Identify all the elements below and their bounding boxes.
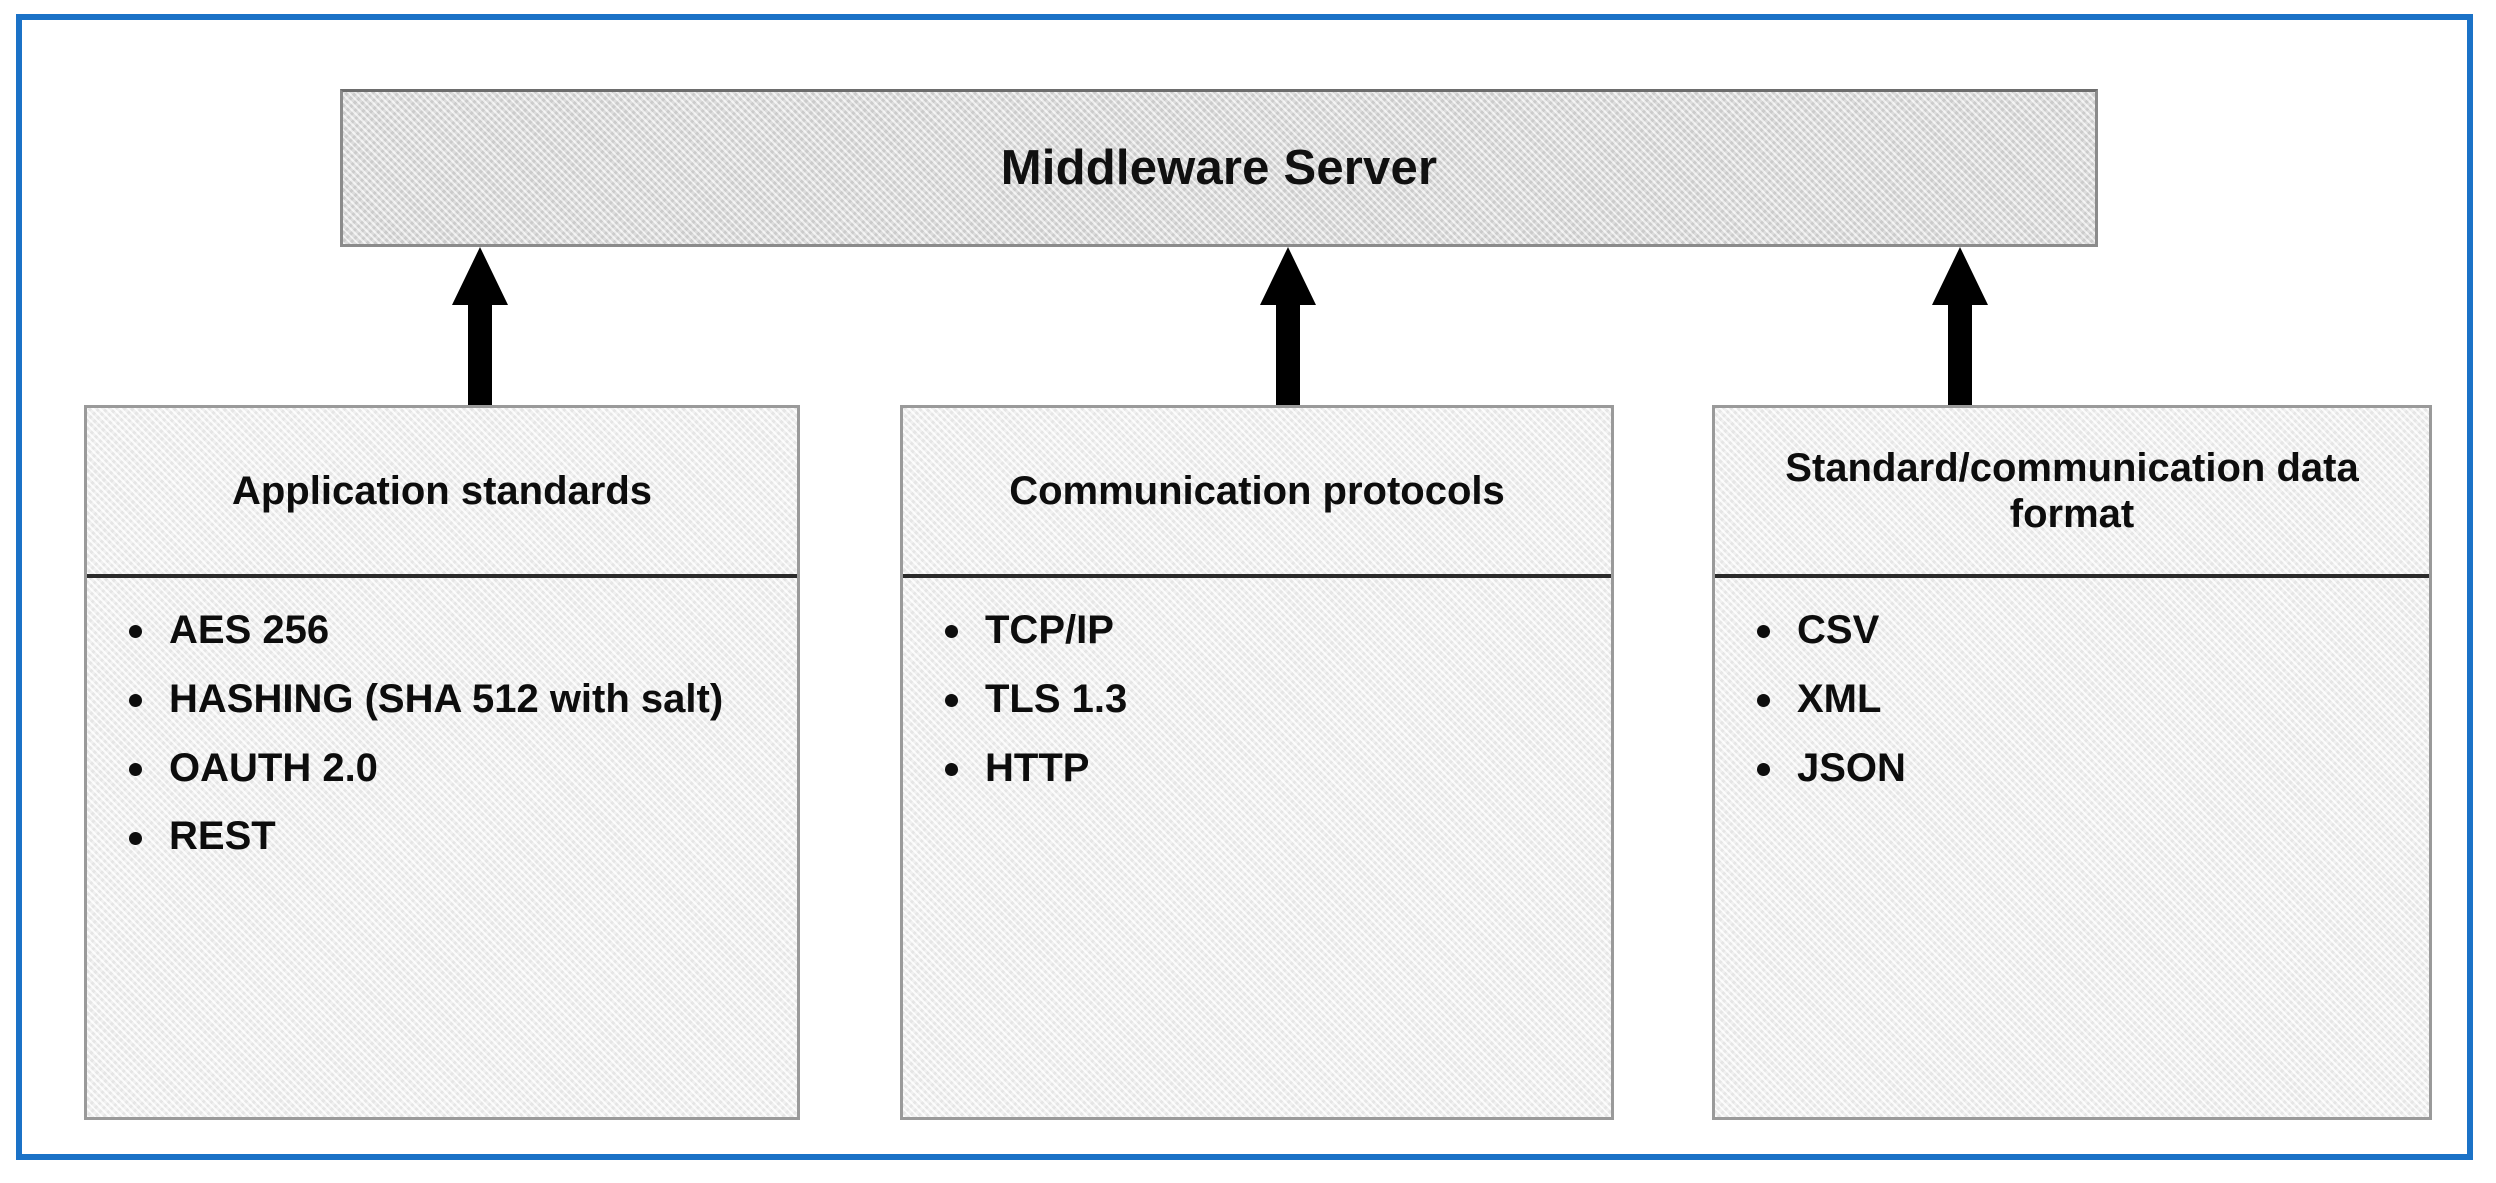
- category-list-communication-protocols: TCP/IP TLS 1.3 HTTP: [929, 606, 1585, 792]
- list-item-label: CSV: [1797, 608, 1880, 652]
- connector-arrow-data-format: [1930, 247, 1990, 407]
- list-item-label: AES 256: [169, 608, 330, 652]
- bullet-icon: [129, 625, 142, 639]
- bullet-icon: [945, 625, 958, 639]
- bullet-icon: [1757, 625, 1770, 639]
- list-item-label: OAUTH 2.0: [169, 745, 378, 790]
- list-item: REST: [113, 812, 771, 861]
- diagram-outer-frame: Middleware Server Application standards: [16, 14, 2473, 1160]
- bullet-icon: [129, 693, 142, 707]
- bullet-icon: [945, 762, 958, 776]
- middleware-server-title: Middleware Server: [1000, 141, 1438, 195]
- category-body-data-format: CSV XML JSON: [1715, 578, 2429, 1117]
- list-item-label: TCP/IP: [985, 608, 1114, 652]
- list-item: TCP/IP: [929, 606, 1585, 655]
- list-item-label: HTTP: [985, 745, 1090, 790]
- connector-arrow-application-standards: [450, 247, 510, 407]
- middleware-server-box: Middleware Server: [340, 89, 2098, 247]
- category-box-application-standards: Application standards AES 256 HASHING (S…: [84, 405, 800, 1120]
- list-item: OAUTH 2.0: [113, 744, 771, 793]
- list-item: HTTP: [929, 744, 1585, 793]
- category-box-communication-protocols: Communication protocols TCP/IP TLS 1.3 H…: [900, 405, 1614, 1120]
- category-header-communication-protocols: Communication protocols: [903, 408, 1611, 578]
- list-item-label: XML: [1797, 676, 1882, 721]
- category-list-application-standards: AES 256 HASHING (SHA 512 with salt) OAUT…: [113, 606, 771, 861]
- list-item-label: JSON: [1797, 745, 1906, 790]
- category-body-application-standards: AES 256 HASHING (SHA 512 with salt) OAUT…: [87, 578, 797, 1117]
- connector-arrow-communication-protocols: [1258, 247, 1318, 407]
- bullet-icon: [1757, 693, 1770, 707]
- category-body-communication-protocols: TCP/IP TLS 1.3 HTTP: [903, 578, 1611, 1117]
- bullet-icon: [945, 693, 958, 707]
- category-box-data-format: Standard/communication data format CSV X…: [1712, 405, 2432, 1120]
- list-item: TLS 1.3: [929, 675, 1585, 724]
- bullet-icon: [129, 762, 142, 776]
- list-item-label: REST: [169, 814, 276, 859]
- list-item: XML: [1741, 675, 2403, 724]
- list-item-label: TLS 1.3: [985, 676, 1128, 721]
- category-list-data-format: CSV XML JSON: [1741, 606, 2403, 792]
- category-title: Communication protocols: [1009, 468, 1505, 513]
- category-title: Application standards: [231, 468, 653, 513]
- category-header-data-format: Standard/communication data format: [1715, 408, 2429, 578]
- bullet-icon: [129, 831, 142, 845]
- list-item: JSON: [1741, 744, 2403, 793]
- list-item: CSV: [1741, 606, 2403, 655]
- category-header-application-standards: Application standards: [87, 408, 797, 578]
- list-item-label: HASHING (SHA 512 with salt): [169, 676, 724, 721]
- list-item: AES 256: [113, 606, 771, 655]
- category-title: Standard/communication data format: [1785, 445, 2359, 536]
- list-item: HASHING (SHA 512 with salt): [113, 675, 771, 724]
- bullet-icon: [1757, 762, 1770, 776]
